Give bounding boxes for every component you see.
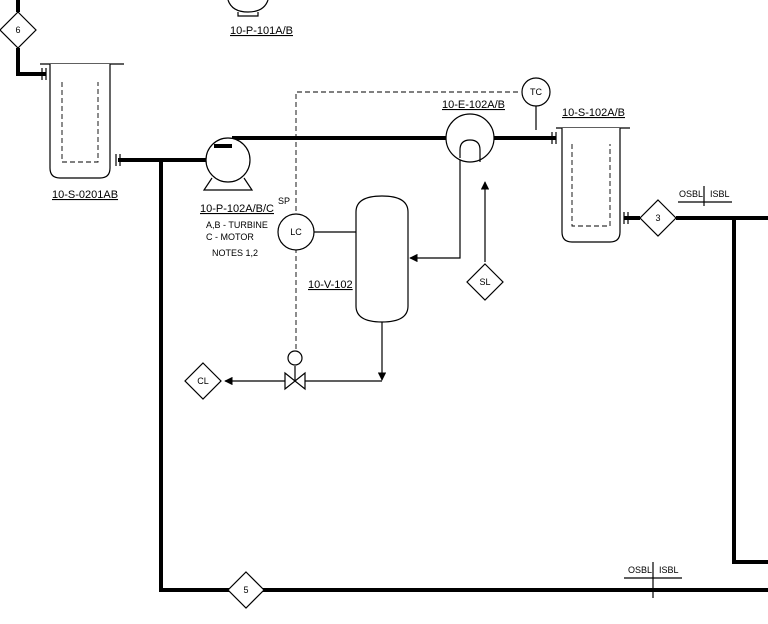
exchanger-102ab (445, 113, 495, 163)
sl-diamond (466, 263, 504, 301)
tag-vessel-102: 10-V-102 (308, 279, 353, 291)
offpage-6-label: 6 (15, 25, 20, 35)
strainer-0201ab (40, 63, 124, 179)
tc-label: TC (530, 87, 542, 97)
pump-102-note-3: NOTES 1,2 (212, 248, 258, 258)
strainer-102ab (551, 127, 630, 243)
vessel-10-v-102 (355, 195, 409, 323)
offpage-3-label: 3 (655, 213, 660, 223)
process-line-right-vertical (732, 218, 768, 564)
tag-pump-102abc: 10-P-102A/B/C (200, 203, 274, 215)
osbl-label-top: OSBL (679, 189, 703, 199)
pump-102abc (202, 137, 254, 191)
pump-102-note-1: A,B - TURBINE (206, 220, 268, 230)
offpage-6-diamond (0, 11, 37, 49)
sp-label: SP (278, 196, 290, 206)
tc-bubble (521, 77, 551, 107)
signal-tc-to-lc (295, 91, 518, 212)
isbl-label-bottom: ISBL (659, 565, 679, 575)
line-exchanger-to-vessel (409, 158, 461, 263)
lc-label: LC (290, 227, 302, 237)
isbl-label-top: ISBL (710, 189, 730, 199)
tag-strainer-102ab: 10-S-102A/B (562, 107, 625, 119)
tag-exchanger-102ab: 10-E-102A/B (442, 99, 505, 111)
pump-101ab (227, 0, 269, 17)
process-line-from-6 (16, 0, 46, 76)
osbl-label-bottom: OSBL (628, 565, 652, 575)
offpage-3-diamond (639, 199, 677, 237)
offpage-5-diamond (227, 571, 265, 609)
lc-bubble (277, 213, 315, 251)
pump-102-note-2: C - MOTOR (206, 232, 254, 242)
control-valve (284, 350, 306, 391)
process-line-bottom-loop (159, 160, 768, 592)
tag-strainer-0201ab: 10-S-0201AB (52, 189, 118, 201)
cl-diamond (184, 362, 222, 400)
offpage-5-label: 5 (243, 585, 248, 595)
tag-pump-101ab: 10-P-101A/B (230, 25, 293, 37)
sl-label: SL (479, 277, 490, 287)
cl-label: CL (197, 376, 209, 386)
